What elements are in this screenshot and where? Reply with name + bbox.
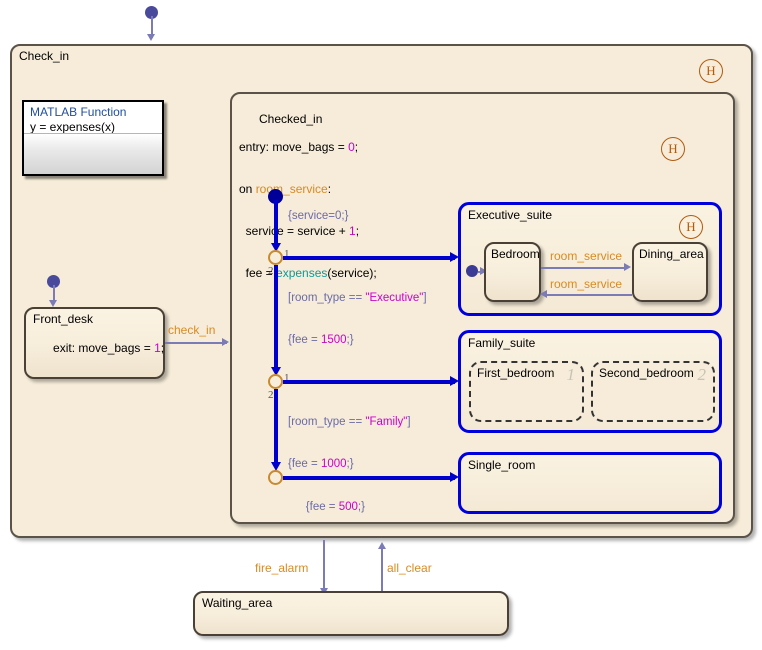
state-first-bedroom-label: First_bedroom: [477, 366, 555, 380]
default-transition-dot-front-desk: [47, 275, 60, 288]
default-transition-action-label: {service=0;}: [288, 210, 349, 222]
transition-label-room-service-bottom: room_service: [550, 277, 623, 291]
matlab-function-signature: y = expenses(x): [30, 120, 116, 134]
state-front-desk-action: exit: move_bags = 1;: [53, 341, 165, 355]
state-waiting-area[interactable]: Waiting_area: [193, 591, 509, 636]
state-family-suite-label: Family_suite: [468, 336, 536, 350]
junction-single[interactable]: [268, 470, 283, 485]
transition-arrow-dining-to-bedroom: [540, 290, 547, 298]
transition-label-fire-alarm: fire_alarm: [255, 561, 309, 575]
transition-arrow-all-clear: [377, 542, 386, 549]
matlab-function-block[interactable]: MATLAB Function y = expenses(x): [22, 100, 164, 176]
default-transition-dot-chart: [145, 6, 158, 19]
junction-chain-line-2: [273, 389, 278, 464]
state-check-in-label: Check_in: [19, 49, 70, 63]
transition-label-single: {fee = 500;}: [305, 501, 365, 513]
default-transition-arrow-front-desk: [49, 300, 57, 307]
transition-line-single: [283, 475, 455, 480]
default-transition-arrow-bedroom: [480, 267, 487, 275]
state-second-bedroom-order: 2: [697, 365, 707, 384]
junction-family-order-2: 2: [268, 389, 274, 401]
history-junction-checked-in[interactable]: H: [661, 137, 685, 161]
transition-line-all-clear: [381, 547, 383, 595]
state-first-bedroom[interactable]: First_bedroom 1: [469, 361, 584, 422]
junction-chain-line-1: [273, 265, 278, 369]
default-transition-arrow-checked-in: [270, 243, 281, 252]
state-single-room[interactable]: Single_room: [458, 452, 722, 514]
default-transition-dot-checked-in: [268, 189, 283, 204]
transition-label-room-service-top: room_service: [550, 249, 623, 263]
state-second-bedroom[interactable]: Second_bedroom 2: [591, 361, 715, 422]
state-second-bedroom-label: Second_bedroom: [599, 366, 694, 380]
state-front-desk[interactable]: Front_desk exit: move_bags = 1;: [24, 307, 165, 379]
matlab-function-body: [24, 133, 162, 174]
state-front-desk-label: Front_desk: [33, 312, 94, 326]
transition-label-family: [room_type == "Family"] {fee = 1000;}: [288, 416, 411, 470]
junction-chain-arrow-1: [270, 367, 281, 376]
transition-arrow-bedroom-to-dining: [624, 263, 631, 271]
transition-label-executive: [room_type == "Executive"] {fee = 1500;}: [288, 292, 427, 346]
history-junction-executive-suite[interactable]: H: [679, 215, 703, 239]
state-waiting-area-label: Waiting_area: [202, 596, 273, 610]
transition-line-executive: [283, 255, 455, 260]
transition-arrow-check-in: [222, 338, 229, 346]
junction-family[interactable]: [268, 374, 283, 389]
history-junction-check-in[interactable]: H: [699, 59, 723, 83]
state-checked-in-label: Checked_in: [259, 111, 323, 126]
state-single-room-label: Single_room: [468, 458, 536, 472]
state-bedroom[interactable]: Bedroom: [484, 242, 541, 302]
state-dining-area[interactable]: Dining_area: [632, 242, 708, 302]
junction-family-order-1: 1: [284, 372, 290, 384]
junction-chain-arrow-2: [270, 462, 281, 471]
junction-executive-order-2: 2: [268, 265, 274, 277]
state-executive-suite-label: Executive_suite: [468, 208, 553, 222]
state-dining-area-label: Dining_area: [639, 247, 704, 261]
transition-line-bedroom-to-dining: [541, 267, 627, 269]
default-transition-dot-bedroom: [466, 265, 478, 277]
junction-executive[interactable]: [268, 250, 283, 265]
matlab-function-header: MATLAB Function y = expenses(x): [24, 102, 162, 137]
transition-line-fire-alarm: [323, 540, 325, 591]
transition-line-dining-to-bedroom: [546, 294, 632, 296]
transition-label-all-clear: all_clear: [387, 561, 432, 575]
transition-arrow-single: [450, 472, 459, 482]
transition-arrow-family: [450, 376, 459, 386]
transition-label-check-in: check_in: [168, 323, 216, 337]
default-transition-line-chart: [151, 16, 153, 38]
transition-line-check-in: [165, 342, 227, 344]
state-bedroom-label: Bedroom: [491, 247, 540, 261]
state-first-bedroom-order: 1: [566, 365, 576, 384]
matlab-function-name: MATLAB Function: [30, 105, 127, 119]
default-transition-line-front-desk: [53, 285, 55, 303]
transition-arrow-executive: [450, 252, 459, 262]
transition-line-family: [283, 379, 455, 384]
default-transition-arrow-chart: [147, 34, 155, 41]
default-transition-line-checked-in: [273, 200, 278, 244]
junction-executive-order-1: 1: [284, 248, 290, 260]
